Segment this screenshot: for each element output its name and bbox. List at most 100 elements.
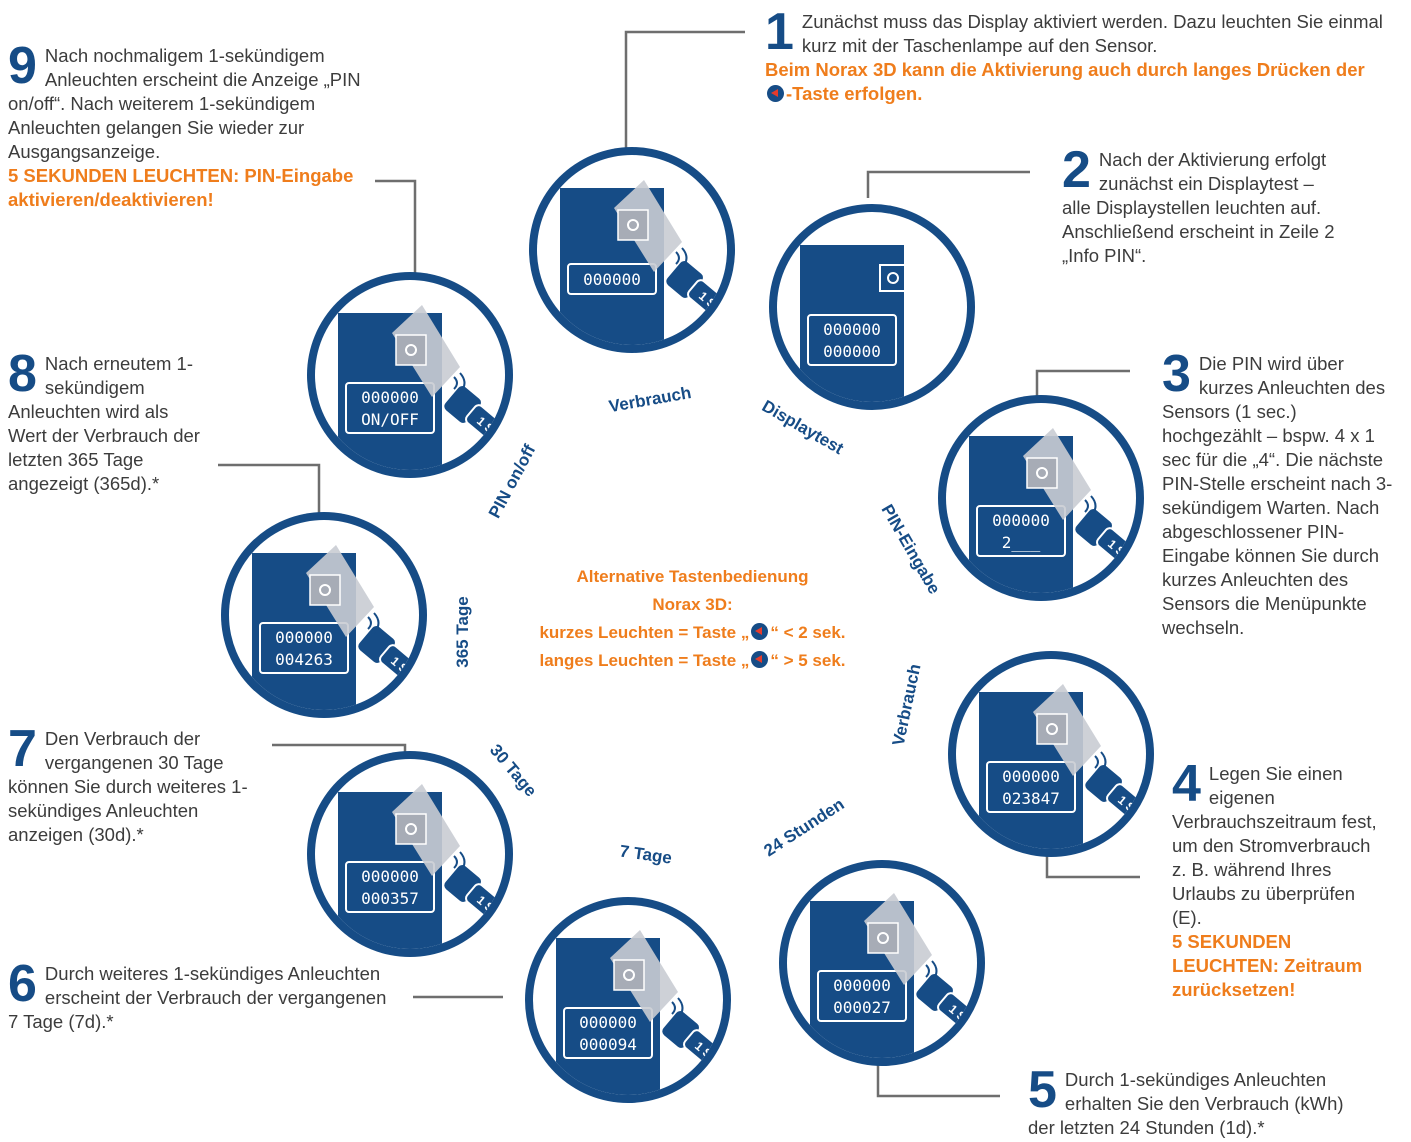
display-line-2: 000357	[361, 889, 419, 908]
step-5-number: 5	[1028, 1061, 1057, 1119]
display-line-2: 023847	[1002, 789, 1060, 808]
vibration-icon	[453, 372, 466, 394]
step-4: 4 Legen Sie einen eigenen Verbrauchszeit…	[1172, 758, 1384, 1002]
step-9-highlight: 5 SEKUNDEN LEUCHTEN: PIN-Eingabe aktivie…	[8, 165, 354, 210]
display-frame	[986, 761, 1076, 813]
step-8-number: 8	[8, 345, 37, 403]
step-4-text: Legen Sie einen eigenen Verbrauchszeitra…	[1172, 763, 1377, 928]
meter-clip: 000000 000000	[800, 245, 907, 402]
sensor-icon	[395, 813, 427, 845]
vibration-arc	[459, 372, 466, 394]
vibration-arc	[453, 855, 458, 869]
step-3: 3 Die PIN wird über kurzes Anleuchten de…	[1162, 345, 1400, 640]
step-1: 1 Zunächst muss das Display aktiviert we…	[765, 3, 1385, 106]
vibration-arc	[681, 247, 688, 269]
vibration-arc	[367, 616, 372, 630]
ring-label-365-tage: 365 Tage	[453, 596, 472, 668]
display-frame	[563, 1007, 653, 1059]
meter-body	[800, 245, 904, 402]
display-frame	[567, 263, 657, 295]
center-note-title: Alternative Tastenbedienung	[576, 567, 809, 586]
step-1-highlight-a: Beim Norax 3D kann die Aktivierung auch …	[765, 59, 1365, 80]
center-note-long-press: langes Leuchten = Taste „ “ > 5 sek.	[490, 647, 895, 675]
step-1-number: 1	[765, 3, 794, 61]
meter-clip: 0000000000271 Sek.	[810, 893, 977, 1058]
display-frame	[259, 622, 349, 674]
vibration-arc	[1094, 755, 1099, 769]
vibration-arc	[1090, 495, 1097, 517]
step-9: 9 Nach nochmaligem 1-sekündigem Anleucht…	[8, 37, 393, 212]
alternative-key-operation-note: Alternative Tastenbedienung Norax 3D: ku…	[490, 563, 895, 675]
sensor-icon	[613, 959, 645, 991]
step-3-number: 3	[1162, 345, 1191, 403]
vibration-arc	[925, 964, 930, 978]
meter-clip: 0000000238471 Sek.	[979, 684, 1146, 849]
display-line-1: 000000	[992, 511, 1050, 530]
step-8: 8 Nach erneutem 1-sekündigem Anleuchten …	[8, 345, 208, 496]
display-line-1: 000000	[823, 320, 881, 339]
connector-step-2	[866, 170, 1030, 198]
connector-step-4	[1045, 852, 1140, 879]
meter-clip: 0000001 Sek.	[560, 180, 727, 345]
sensor-lens-icon	[1036, 467, 1048, 479]
ring-label-verbrauch: Verbrauch	[607, 383, 692, 416]
sensor-lens-icon	[1046, 723, 1058, 735]
vibration-arc	[675, 251, 680, 265]
display-frame	[345, 861, 435, 913]
sensor-lens-icon	[887, 272, 899, 284]
vibration-icon	[1084, 495, 1097, 517]
vibration-icon	[453, 851, 466, 873]
step-3-text: Die PIN wird über kurzes Anleuchten des …	[1162, 353, 1393, 638]
display-line-2: 000000	[823, 342, 881, 361]
sensor-icon	[395, 334, 427, 366]
long-press-limit: “ > 5 sek.	[770, 651, 846, 670]
step-2-number: 2	[1062, 141, 1091, 199]
step-6-number: 6	[8, 955, 37, 1013]
display-line-1: 000000	[361, 867, 419, 886]
step-6-text: Durch weiteres 1-sekündiges Anleuchten e…	[8, 963, 387, 1032]
display-line-1: 000000	[833, 976, 891, 995]
ring-label-30-tage: 30 Tage	[486, 741, 540, 801]
sensor-icon	[309, 574, 341, 606]
vibration-icon	[925, 960, 938, 982]
display-frame	[345, 382, 435, 434]
meter-consumption: 0000000238471 Sek.	[948, 651, 1154, 857]
vibration-arc	[1100, 751, 1107, 773]
vibration-arc	[459, 851, 466, 873]
connector-step-9	[375, 179, 417, 278]
ring-label-24-stunden: 24 Stunden	[760, 794, 847, 860]
display-frame	[807, 314, 897, 366]
display-line-2: ON/OFF	[361, 410, 419, 429]
sensor-lens-icon	[405, 823, 417, 835]
step-5: 5 Durch 1-sekündiges Anleuchten erhalten…	[1028, 1061, 1344, 1140]
sensor-lens-icon	[623, 969, 635, 981]
sensor-lens-icon	[319, 584, 331, 596]
step-4-highlight: 5 SEKUNDEN LEUCHTEN: Zeitraum zurücksetz…	[1172, 931, 1363, 1000]
meter-365d: 0000000042631 Sek.	[221, 512, 427, 718]
arrow-button-icon	[767, 85, 784, 102]
meter-clip: 0000000003571 Sek.	[338, 784, 505, 949]
sensor-icon	[1026, 457, 1058, 489]
connector-step-8	[218, 463, 321, 517]
sensor-icon	[1036, 713, 1068, 745]
sensor-icon	[879, 264, 907, 292]
vibration-arc	[931, 960, 938, 982]
vibration-icon	[671, 997, 684, 1019]
vibration-arc	[453, 376, 458, 390]
step-9-text: Nach nochmaligem 1-sekündigem Anleuchten…	[8, 45, 361, 162]
meter-displaytest: 000000 000000	[769, 204, 975, 410]
display-line-1: 000000	[361, 388, 419, 407]
sensor-icon	[867, 922, 899, 954]
display-line-2: 000027	[833, 998, 891, 1017]
display-frame	[976, 505, 1066, 557]
step-9-number: 9	[8, 37, 37, 95]
long-press-text: langes Leuchten = Taste „	[539, 651, 750, 670]
meter-30d: 0000000003571 Sek.	[307, 751, 513, 957]
display-frame	[817, 970, 907, 1022]
